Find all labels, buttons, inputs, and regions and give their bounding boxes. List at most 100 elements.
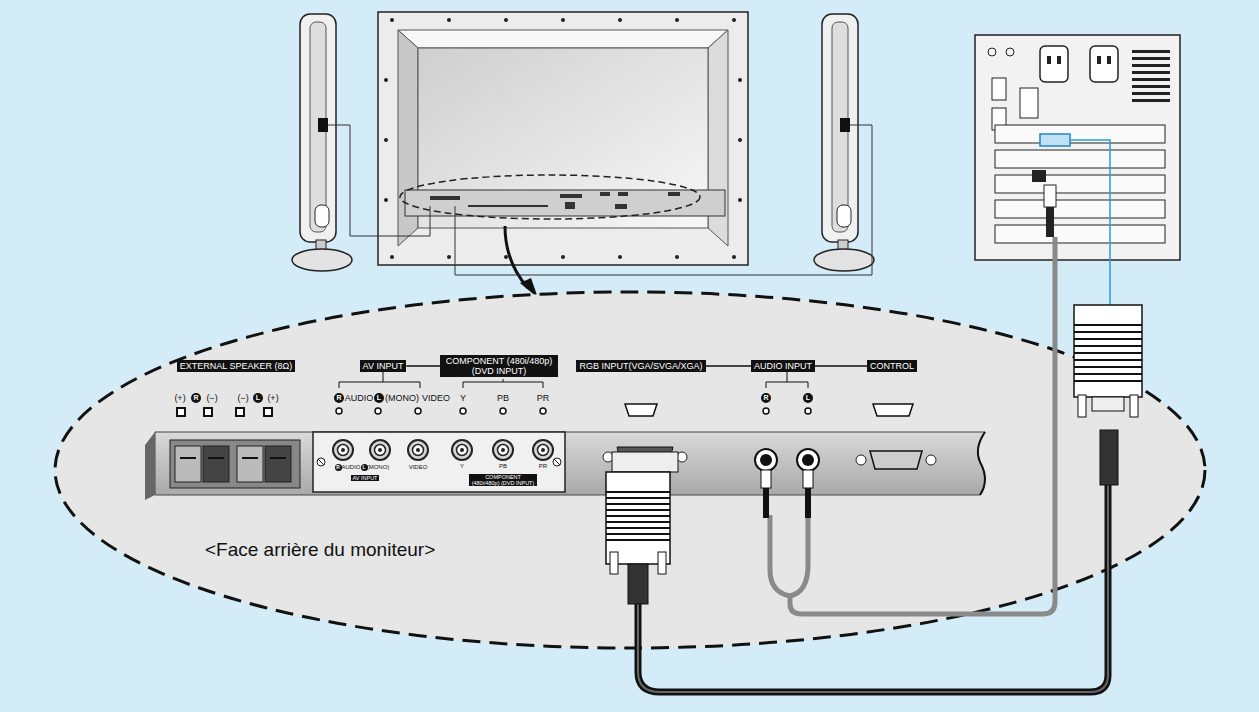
polarity: (−) [206, 393, 217, 403]
tag-text: AUDIO INPUT [754, 361, 812, 371]
tag-text: COMPONENT (480i/480p) (DVD INPUT) [443, 356, 555, 376]
rca-jack [370, 440, 390, 460]
audio-plug [761, 470, 771, 488]
terminal-symbol [236, 408, 244, 416]
terminal-marks [618, 192, 628, 196]
channel-mark: L [374, 393, 384, 403]
audio-plug [755, 449, 819, 518]
rca-jack [533, 440, 553, 460]
vga-plug [1092, 397, 1124, 411]
computer [1006, 48, 1014, 56]
av-plate [318, 459, 324, 465]
screw [618, 18, 622, 22]
rca-jack [501, 448, 505, 452]
channel-mark: L [253, 393, 263, 403]
rca-jack [541, 448, 545, 452]
panel-tag: AV INPUT [351, 475, 380, 481]
vga-plug [1074, 325, 1142, 381]
computer [992, 78, 1006, 100]
rca-jack [408, 440, 428, 460]
screw [732, 255, 736, 259]
label-tag: EXTERNAL SPEAKER (8Ω) [177, 360, 295, 372]
vga-plug [1074, 305, 1142, 397]
rca-jack [533, 440, 553, 460]
audio-plug [803, 470, 813, 488]
rca-jack [460, 448, 464, 452]
audio-plug [802, 454, 814, 466]
vga-plug [628, 564, 648, 604]
signal-name: PB [499, 463, 507, 470]
signal-name: Y [460, 463, 464, 470]
computer [1132, 78, 1170, 81]
vga-plug [1074, 352, 1142, 354]
vga-plug [1100, 430, 1118, 485]
channel-mark: R [761, 393, 771, 403]
tag-text: EXTERNAL SPEAKER (8Ω) [180, 361, 292, 371]
vga-plug [1074, 305, 1142, 485]
terminal-symbol [264, 408, 272, 416]
speaker [292, 14, 352, 271]
screw [732, 18, 736, 22]
speaker-terminal [180, 457, 196, 459]
bracket [383, 372, 384, 382]
vga-plug [606, 492, 670, 540]
control-port [856, 455, 866, 465]
label-tag: AUDIO INPUT [751, 360, 815, 372]
socket-symbol [336, 408, 342, 414]
signal-name: (MONO) [385, 393, 419, 403]
signal-name: PB [497, 393, 509, 403]
monitor-rear [378, 12, 748, 265]
computer [995, 225, 1165, 243]
channel-mark: L [803, 393, 813, 403]
speaker-terminal [180, 457, 286, 459]
rear-panel [155, 432, 985, 495]
rca-jack [375, 445, 386, 456]
screw [390, 255, 394, 259]
screw [447, 255, 451, 259]
control-port [856, 451, 936, 469]
speaker [318, 118, 328, 132]
socket-symbol [540, 408, 546, 414]
speaker-terminal [242, 457, 258, 459]
terminal-marks [560, 194, 582, 198]
vga-port [1040, 134, 1070, 146]
computer [995, 200, 1165, 218]
tag-text: AV INPUT [363, 361, 404, 371]
speaker [822, 14, 858, 242]
computer [1132, 50, 1170, 102]
speaker [814, 14, 874, 271]
socket-symbol [500, 408, 506, 414]
computer [1132, 92, 1170, 95]
rca-jack [341, 448, 345, 452]
port-symbol [625, 404, 913, 416]
vga-plug [606, 515, 670, 517]
zoom-ellipse [400, 175, 700, 219]
channel-mark: R [191, 393, 201, 403]
label-tag: CONTROL [867, 360, 917, 372]
av-plate [553, 458, 561, 466]
terminal-marks [668, 192, 680, 196]
vga-plug [612, 452, 678, 472]
screw [675, 18, 679, 22]
computer [995, 125, 1165, 243]
rca-jack [493, 440, 513, 460]
audio-cable [770, 515, 790, 596]
screw [504, 255, 508, 259]
screw [447, 18, 451, 22]
vga-plug [606, 521, 670, 523]
rca-jack [538, 445, 549, 456]
header-line [815, 365, 867, 367]
audio-plug [763, 488, 769, 518]
header-line [406, 365, 440, 367]
audio-plug [1046, 207, 1054, 237]
speaker [814, 249, 874, 271]
socket-symbol [763, 408, 769, 414]
rca-jack [498, 445, 509, 456]
port-symbol [625, 404, 657, 416]
vga-plug [1074, 373, 1142, 375]
bracket [339, 372, 808, 388]
audio-plug [760, 454, 772, 466]
speaker-terminal [170, 440, 300, 488]
screw [384, 18, 742, 259]
